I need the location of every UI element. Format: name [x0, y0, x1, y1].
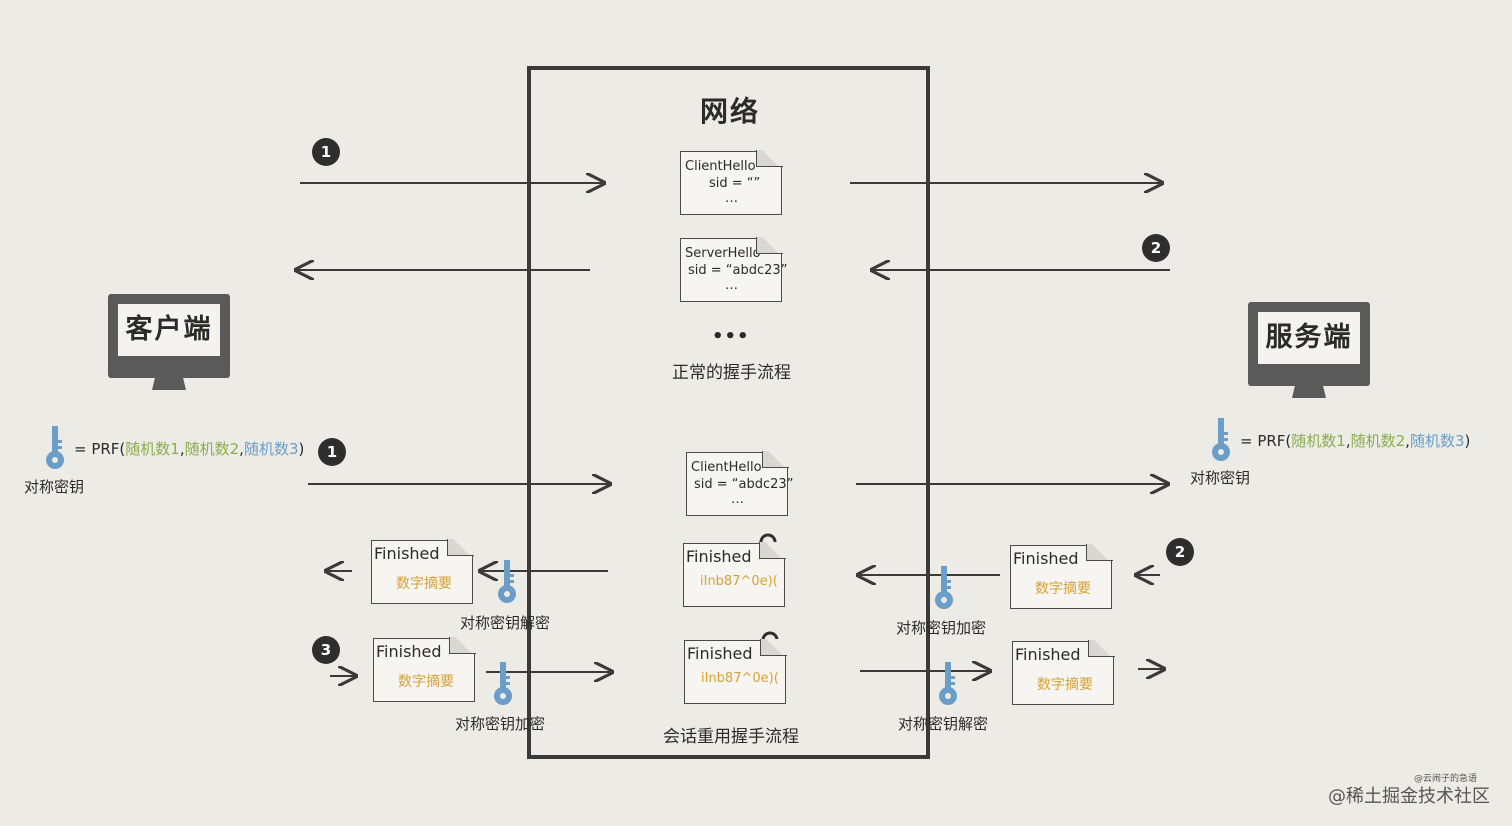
network-frame [527, 66, 930, 759]
encrypted-finished-doc-2: Finished iInb87^0e)( [684, 639, 787, 704]
step-badge-2-resume: 2 [1166, 538, 1194, 566]
server-monitor-stand [1292, 384, 1326, 398]
key-icon-client [46, 426, 64, 469]
client-finished-doc: Finished 数字摘要 [373, 637, 476, 702]
resume-handshake-caption: 会话重用握手流程 [663, 727, 799, 747]
server-label: 服务端 [1258, 312, 1360, 364]
step-badge-3-resume: 3 [312, 636, 340, 664]
client-label: 客户端 [118, 304, 220, 356]
key-icon-client-encrypt [494, 662, 512, 705]
server-hello-doc: ServerHello sid = “abdc23” … [680, 237, 787, 302]
server-finished-received-doc: Finished 数字摘要 [1012, 640, 1115, 705]
resume-client-hello-doc: ClientHello sid = “abdc23” … [686, 451, 793, 516]
server-decrypt-label: 对称密钥解密 [898, 715, 989, 733]
normal-handshake-caption: 正常的握手流程 [672, 363, 791, 383]
step-badge-1-resume: 1 [318, 438, 346, 466]
step-badge-1-normal: 1 [312, 138, 340, 166]
client-formula: = PRF(随机数1,随机数2,随机数3) [74, 440, 305, 458]
ellipsis-dots: ••• [712, 326, 750, 347]
key-icon-client-decrypt [498, 560, 516, 603]
client-key-label: 对称密钥 [24, 478, 85, 496]
key-icon-server [1212, 418, 1230, 461]
client-encrypt-label: 对称密钥加密 [455, 715, 546, 733]
server-encrypt-label: 对称密钥加密 [896, 619, 987, 637]
watermark-small: @云闹子的急语 [1414, 774, 1478, 784]
server-key-label: 对称密钥 [1190, 469, 1251, 487]
client-finished-received-doc: Finished 数字摘要 [371, 539, 474, 604]
step-badge-2-normal: 2 [1142, 234, 1170, 262]
network-title: 网络 [700, 95, 761, 128]
key-icon-server-encrypt [935, 566, 953, 609]
watermark-main: @稀土掘金技术社区 [1328, 786, 1490, 807]
client-hello-doc: ClientHello sid = “” … [680, 150, 783, 215]
server-monitor: 服务端 [1248, 302, 1370, 386]
client-monitor: 客户端 [108, 294, 230, 378]
encrypted-finished-doc-1: Finished iInb87^0e)( [683, 542, 786, 607]
client-monitor-stand [152, 376, 186, 390]
server-finished-doc: Finished 数字摘要 [1010, 544, 1113, 609]
client-decrypt-label: 对称密钥解密 [460, 614, 551, 632]
key-icon-server-decrypt [939, 662, 957, 705]
server-formula: = PRF(随机数1,随机数2,随机数3) [1240, 432, 1471, 450]
